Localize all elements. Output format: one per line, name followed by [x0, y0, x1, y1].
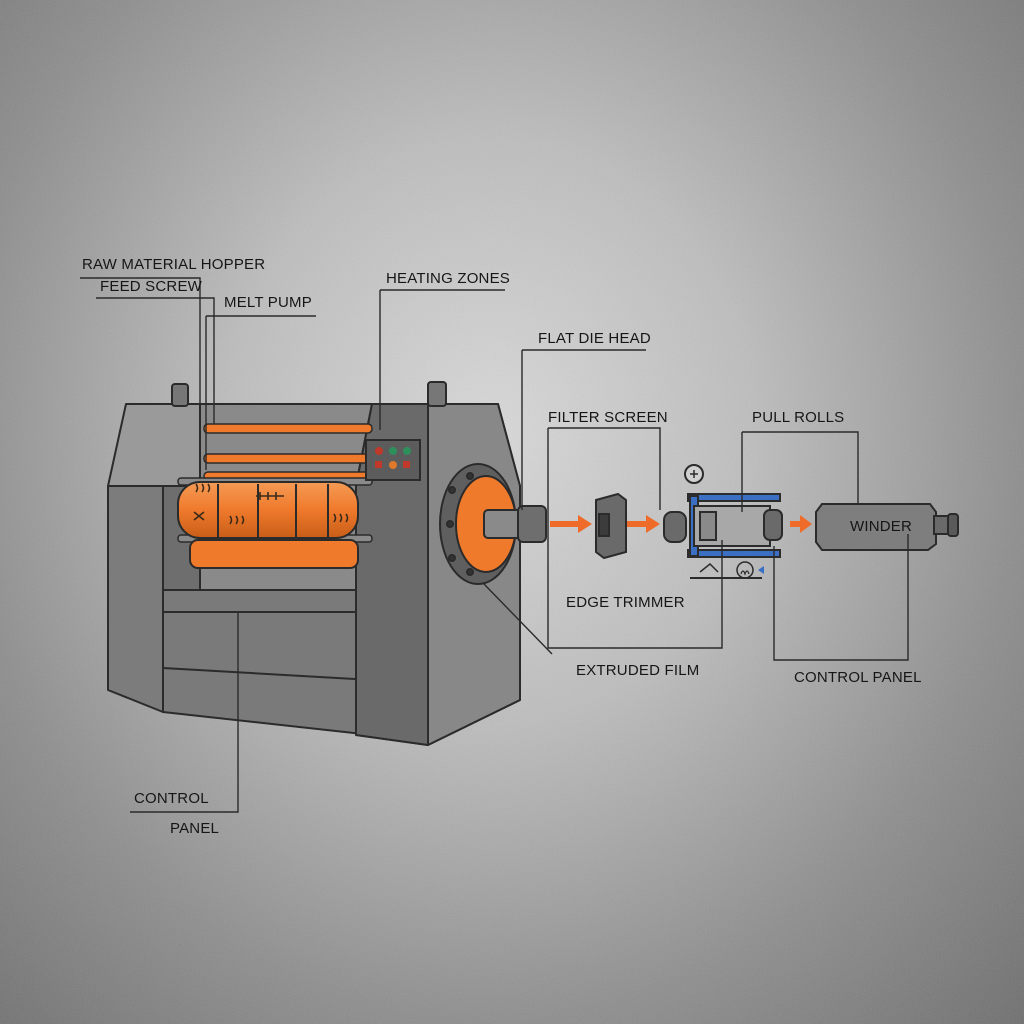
barrel: [177, 481, 359, 569]
heat-symbols: [193, 483, 349, 525]
right-lift-lug: [427, 381, 447, 407]
label-control-panel-left-line2: PANEL: [170, 820, 220, 837]
flow-arrows: [550, 515, 812, 533]
label-flat-die-head: FLAT DIE HEAD: [538, 330, 651, 347]
label-heating-zones: HEATING ZONES: [386, 270, 510, 287]
filter-screen: [595, 492, 627, 560]
label-extruded-film: EXTRUDED FILM: [576, 662, 700, 679]
label-feed-screw: FEED SCREW: [100, 278, 203, 295]
left-lift-lug: [171, 383, 189, 407]
die-flange: [439, 463, 547, 585]
machine-control-panel: [365, 439, 421, 481]
label-filter-screen: FILTER SCREEN: [548, 409, 668, 426]
label-winder: WINDER: [850, 518, 913, 535]
winder-unit: [815, 503, 959, 551]
label-pull-rolls: PULL ROLLS: [752, 409, 845, 426]
label-control-panel-left-line1: CONTROL: [134, 790, 209, 807]
label-control-panel-right: CONTROL PANEL: [794, 669, 922, 686]
label-raw-material-hopper: RAW MATERIAL HOPPER: [82, 256, 266, 273]
label-melt-pump: MELT PUMP: [224, 294, 312, 311]
leader-lines: [80, 277, 909, 813]
pull-rolls-unit: [684, 464, 783, 579]
label-edge-trimmer: EDGE TRIMMER: [566, 594, 685, 611]
inlet-coupling: [663, 511, 687, 543]
left-housing-side: [107, 485, 164, 713]
